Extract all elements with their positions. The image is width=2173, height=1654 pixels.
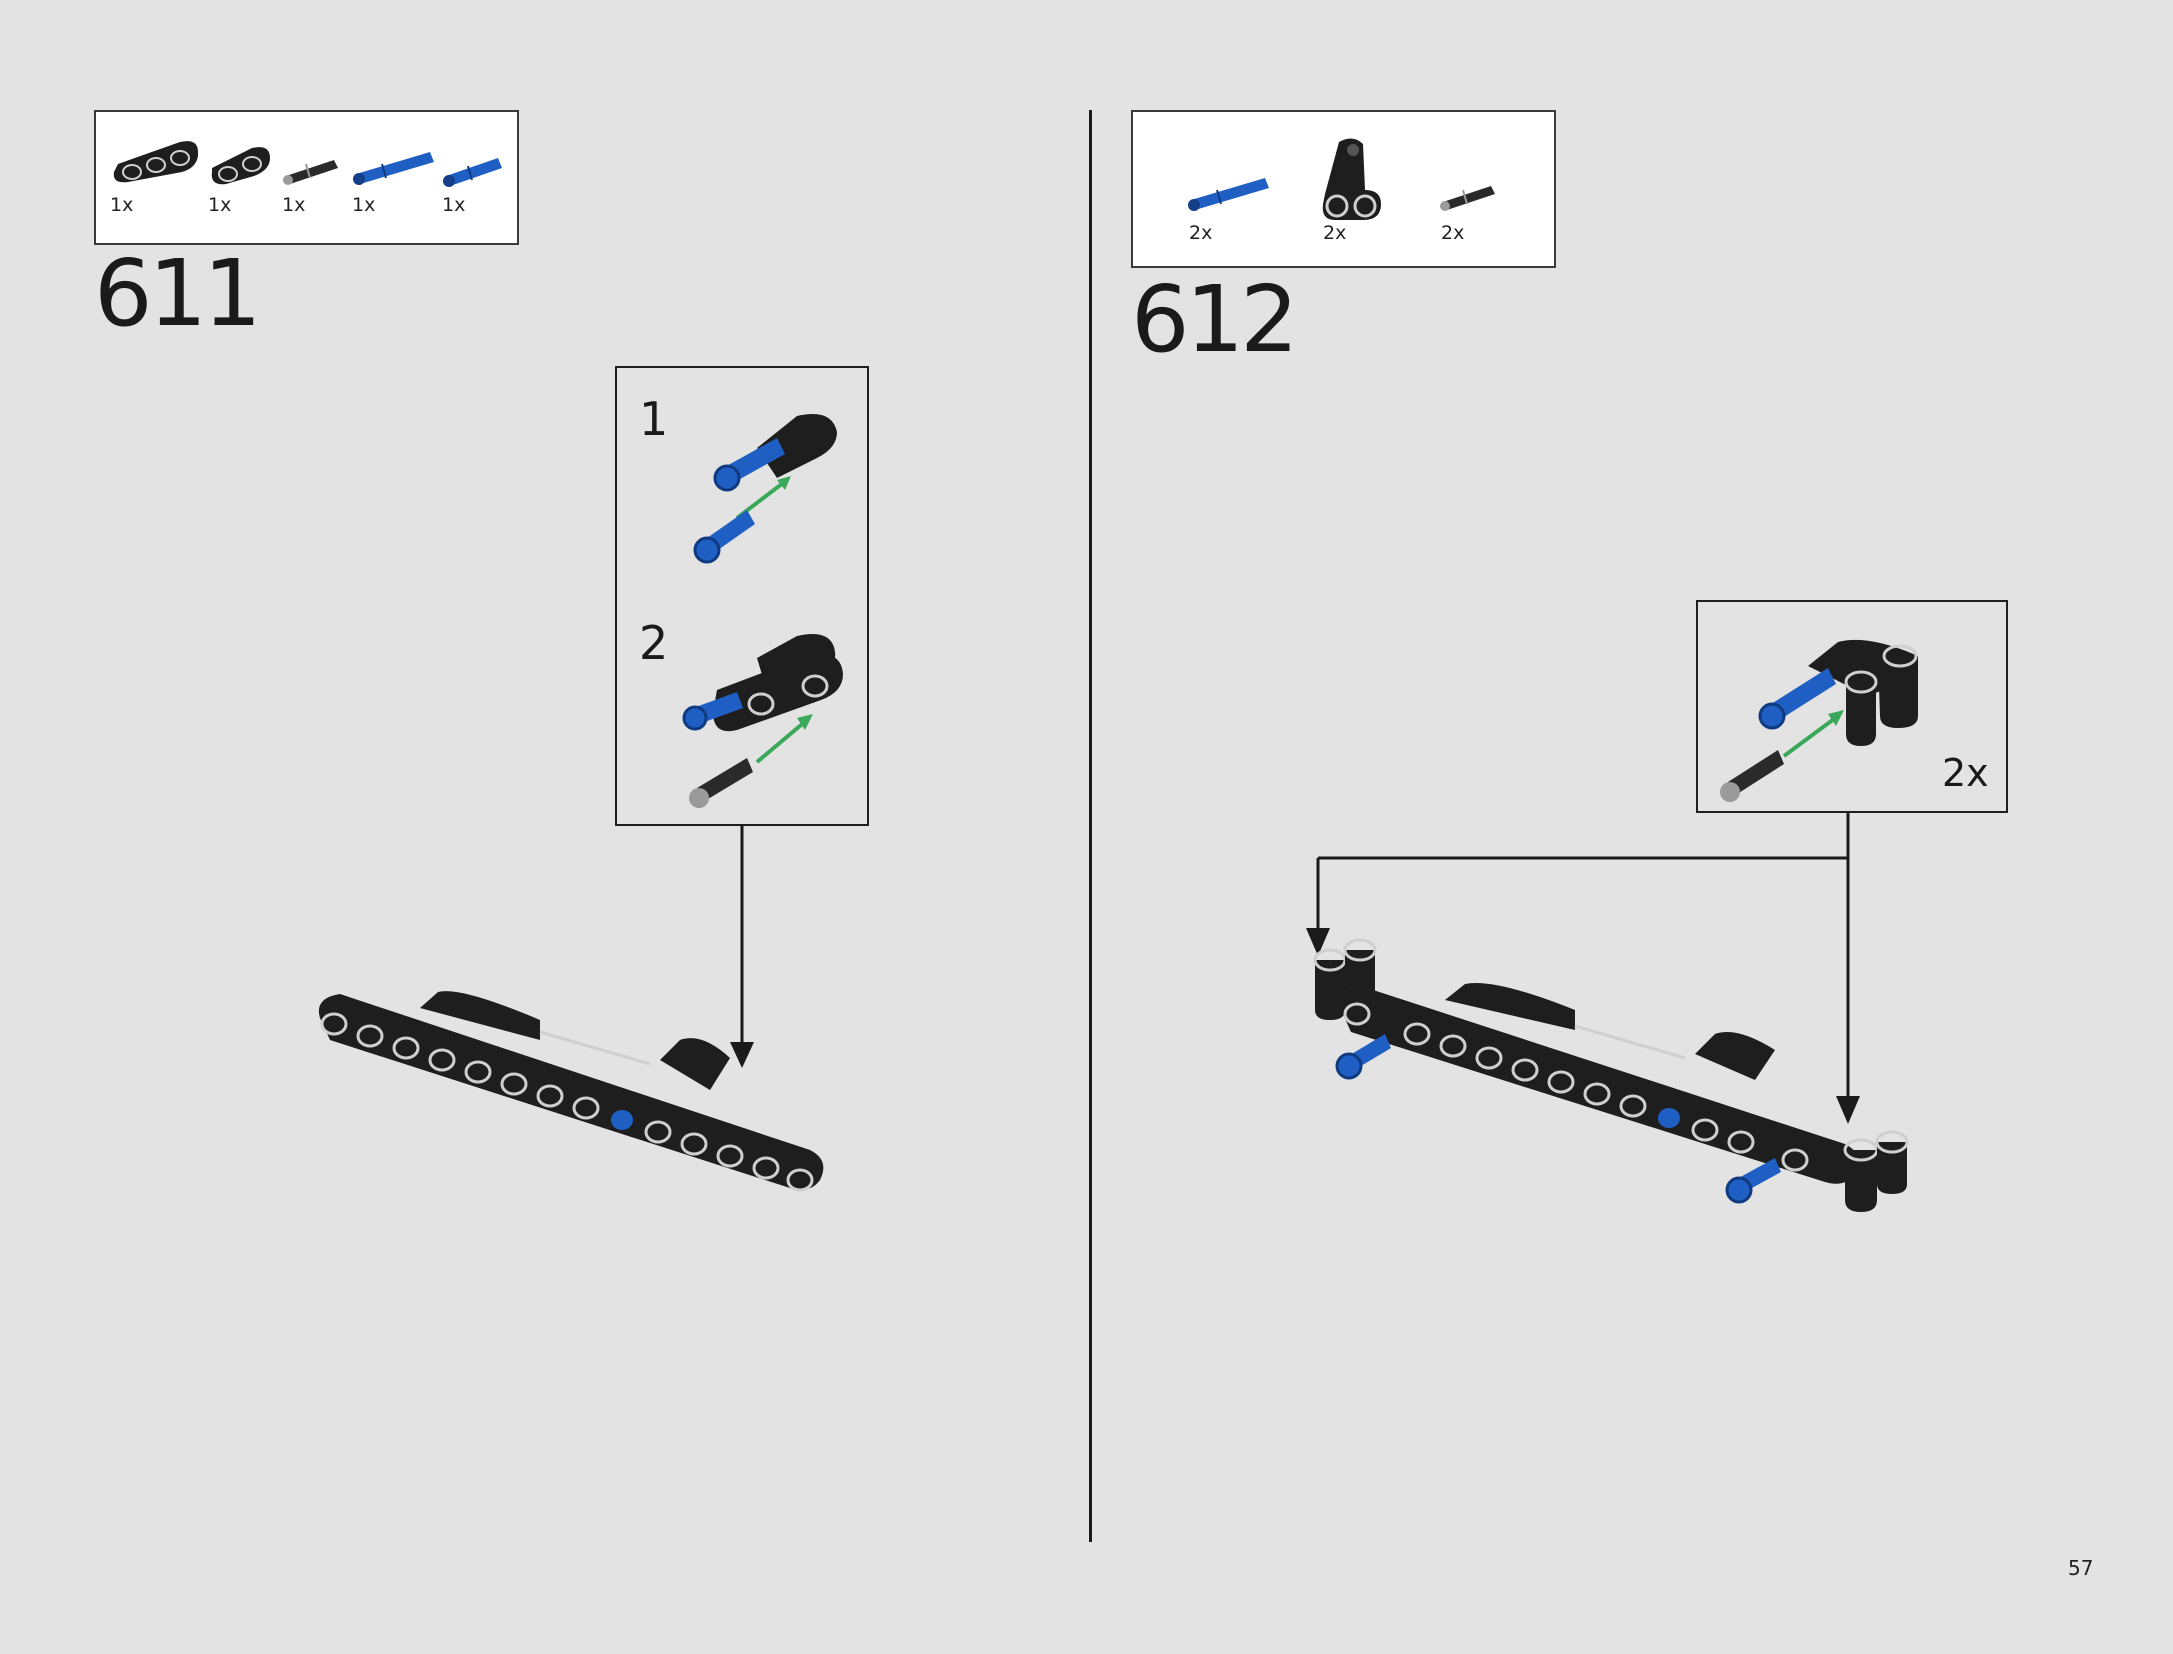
callout-multiplier: 2x (1942, 751, 1989, 795)
page-number: 57 (2068, 1556, 2094, 1580)
part-qty: 1x (442, 194, 466, 216)
blue-axle-pin-icon (443, 158, 502, 187)
black-pin-icon (283, 160, 338, 185)
part-qty: 2x (1441, 222, 1465, 244)
part-qty: 1x (110, 194, 134, 216)
page-divider (1089, 110, 1092, 1542)
substep-number: 1 (639, 392, 669, 446)
parts-list-612: 2x 2x 2x (1131, 110, 1556, 268)
blue-axle-pin-long-icon (1188, 178, 1269, 211)
part-qty: 1x (352, 194, 376, 216)
assembly-612-model (1313, 938, 1909, 1212)
substep-2-illustration (682, 634, 843, 808)
black-bent-connector-icon (1322, 138, 1381, 220)
assembly-611-model (318, 991, 824, 1192)
blue-axle-pin-long-icon (353, 152, 434, 185)
step-number: 611 (94, 240, 262, 347)
step-number: 612 (1131, 266, 1299, 373)
black-pin-icon (1440, 186, 1495, 211)
part-qty: 2x (1323, 222, 1347, 244)
sub-assembly-callout: 1 2 (615, 366, 869, 826)
callout-illustration (1720, 639, 1918, 802)
substep-number: 2 (639, 616, 669, 670)
black-liftarm-2-icon (211, 147, 270, 185)
part-qty: 1x (282, 194, 306, 216)
black-liftarm-3-icon (113, 141, 198, 183)
part-qty: 2x (1189, 222, 1213, 244)
substep-1-illustration (693, 414, 837, 564)
sub-assembly-callout: 2x (1696, 600, 2008, 813)
part-qty: 1x (208, 194, 232, 216)
parts-list-611: 1x 1x 1x 1x 1x (94, 110, 519, 245)
